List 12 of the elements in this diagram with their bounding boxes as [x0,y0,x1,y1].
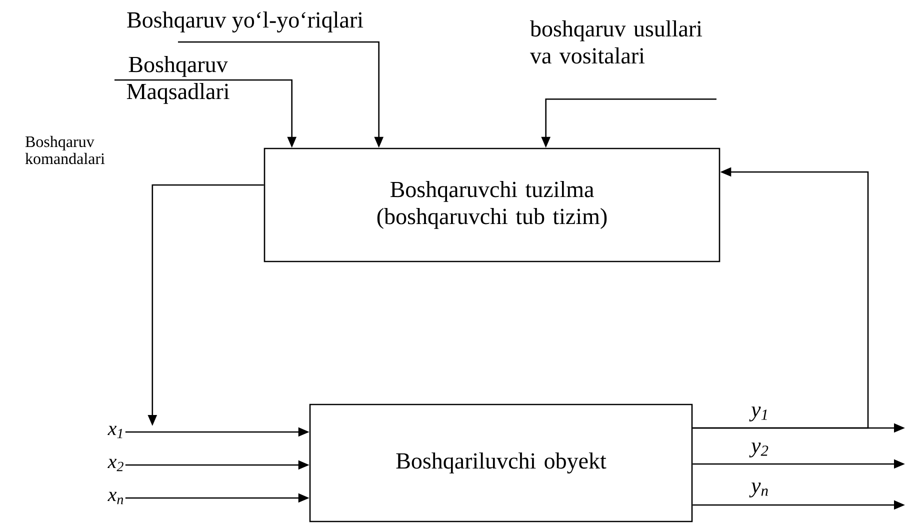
input-variable: x$_{1}$ [108,426,122,438]
process-box: Boshqariluvchi obyekt [309,404,693,522]
process-box: Boshqaruvchi tuzilma (boshqaruvchi tub tizim) [264,148,720,262]
edge-label: Boshqaruv komandalari [25,136,105,164]
edge-label: y$_{1}$ [749,406,767,422]
edge-label: y$_{2}$ [749,442,768,458]
input-label: Boshqaruv yo‘l-yo‘riqlari [127,12,364,32]
input-label: Boshqaruv Maqsadlari [126,56,230,104]
input-variable: x$_{n}$ [108,492,124,504]
edge-label: y$_{n}$ [749,482,768,498]
input-variable: x$_{2}$ [108,458,124,472]
input-label: boshqaruv usullari va vositalari [530,20,702,64]
